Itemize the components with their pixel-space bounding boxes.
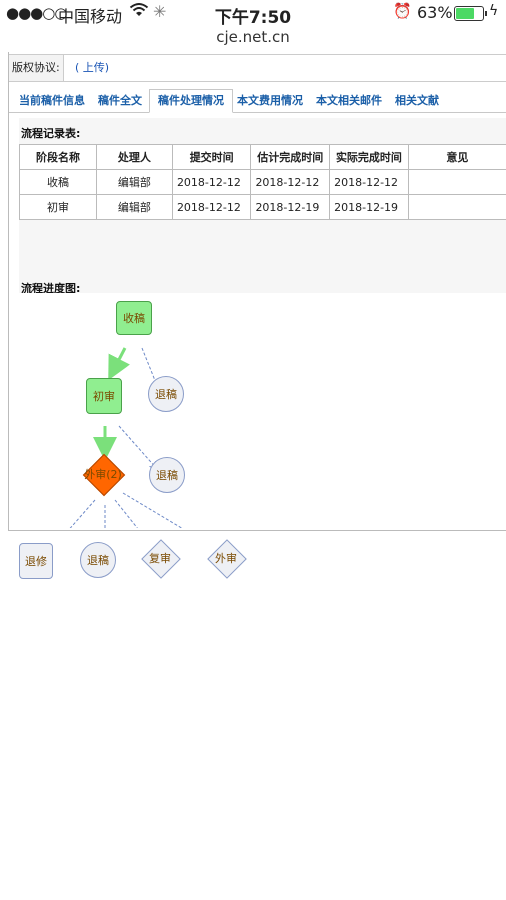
column-header: 意见 <box>407 144 506 170</box>
node-received[interactable]: 收稿 <box>116 301 152 335</box>
table-cell: 2018-12-19 <box>329 194 409 220</box>
table-cell <box>407 194 506 220</box>
node-first-review[interactable]: 初审 <box>86 378 122 414</box>
table-cell: 2018-12-12 <box>171 194 252 220</box>
edge-received-to-first-review <box>108 347 130 381</box>
tab-processing-status[interactable]: 稿件处理情况 <box>149 89 233 113</box>
edge-first-review-to-reject <box>118 425 157 469</box>
node-re-review[interactable]: 复审 <box>141 539 181 579</box>
table-cell: 2018-12-12 <box>250 169 331 195</box>
carrier-name: 中国移动 <box>58 7 123 26</box>
node-re-review-label: 复审 <box>149 552 171 565</box>
table-cell: 2018-12-12 <box>329 169 409 195</box>
node-external-review[interactable]: 外审(2) <box>82 453 126 497</box>
edge-external-to-re-review <box>114 499 138 528</box>
flow-table-title: 流程记录表: <box>21 127 81 140</box>
table-row: 初审 编辑部 2018-12-12 2018-12-19 2018-12-19 <box>19 194 506 220</box>
column-header: 处理人 <box>95 144 173 170</box>
tab-full-text[interactable]: 稿件全文 <box>98 94 142 107</box>
license-row: 版权协议: ( 上传) <box>9 54 506 82</box>
column-header: 阶段名称 <box>19 144 97 170</box>
battery-fill <box>456 8 474 19</box>
url-text: cje.net.cn <box>216 28 290 46</box>
table-cell: 收稿 <box>19 169 97 195</box>
table-cell: 编辑部 <box>95 169 173 195</box>
tab-current-manuscript-info[interactable]: 当前稿件信息 <box>19 94 85 107</box>
table-cell <box>407 169 506 195</box>
table-cell: 2018-12-19 <box>250 194 331 220</box>
page-content: 版权协议: ( 上传) 当前稿件信息 稿件全文 稿件处理情况 本文费用情况 本文… <box>8 52 506 579</box>
processing-panel: 流程记录表: 阶段名称 处理人 提交时间 估计完成时间 实际完成时间 意见 收稿… <box>19 118 506 579</box>
table-cell: 编辑部 <box>95 194 173 220</box>
flow-record-table: 阶段名称 处理人 提交时间 估计完成时间 实际完成时间 意见 收稿 编辑部 20… <box>19 144 506 220</box>
node-reject-2[interactable]: 退稿 <box>149 457 185 493</box>
wifi-icon <box>129 2 149 22</box>
node-revise[interactable]: 退修 <box>19 543 53 579</box>
node-external-review-label: 外审(2) <box>84 468 122 481</box>
battery-percent: 63% <box>417 3 453 22</box>
node-external-review-2[interactable]: 外审 <box>207 539 247 579</box>
flow-connectors <box>69 347 183 528</box>
table-header-row: 阶段名称 处理人 提交时间 估计完成时间 实际完成时间 意见 <box>19 144 506 170</box>
node-external-review-2-label: 外审 <box>215 552 237 565</box>
column-header: 估计完成时间 <box>250 144 331 170</box>
table-cell: 初审 <box>19 194 97 220</box>
table-row: 收稿 编辑部 2018-12-12 2018-12-12 2018-12-12 <box>19 169 506 195</box>
edge-external-to-external-2 <box>122 492 183 528</box>
status-bar: ●●●○○ 中国移动 ✳ 下午7:50 ⏰ 63% ϟ <box>0 0 506 28</box>
bolt-icon: ϟ <box>489 3 499 19</box>
address-bar[interactable]: cje.net.cn <box>0 28 506 50</box>
column-header: 实际完成时间 <box>329 144 409 170</box>
license-upload-link[interactable]: ( 上传) <box>75 61 110 74</box>
node-reject-3[interactable]: 退稿 <box>80 542 116 578</box>
license-label: 版权协议: <box>9 55 64 81</box>
battery-icon <box>454 6 487 21</box>
node-reject-1[interactable]: 退稿 <box>148 376 184 412</box>
spinner-icon: ✳ <box>153 2 167 21</box>
tab-related-literature[interactable]: 相关文献 <box>395 94 439 107</box>
edge-external-to-revise <box>69 499 96 528</box>
tab-bar: 当前稿件信息 稿件全文 稿件处理情况 本文费用情况 本文相关邮件 相关文献 <box>9 89 506 113</box>
flow-diagram-title: 流程进度图: <box>21 282 81 295</box>
clock-time: 下午7:50 <box>214 8 292 28</box>
flow-diagram: 收稿 退稿 初审 退稿 外审(2) 退修 退稿 复审 外审 <box>19 293 506 579</box>
signal-strength-icon: ●●●○○ <box>6 4 67 22</box>
table-cell: 2018-12-12 <box>171 169 252 195</box>
alarm-clock-icon: ⏰ <box>393 2 412 20</box>
column-header: 提交时间 <box>171 144 252 170</box>
tab-related-emails[interactable]: 本文相关邮件 <box>316 94 382 107</box>
tab-fees[interactable]: 本文费用情况 <box>237 94 303 107</box>
